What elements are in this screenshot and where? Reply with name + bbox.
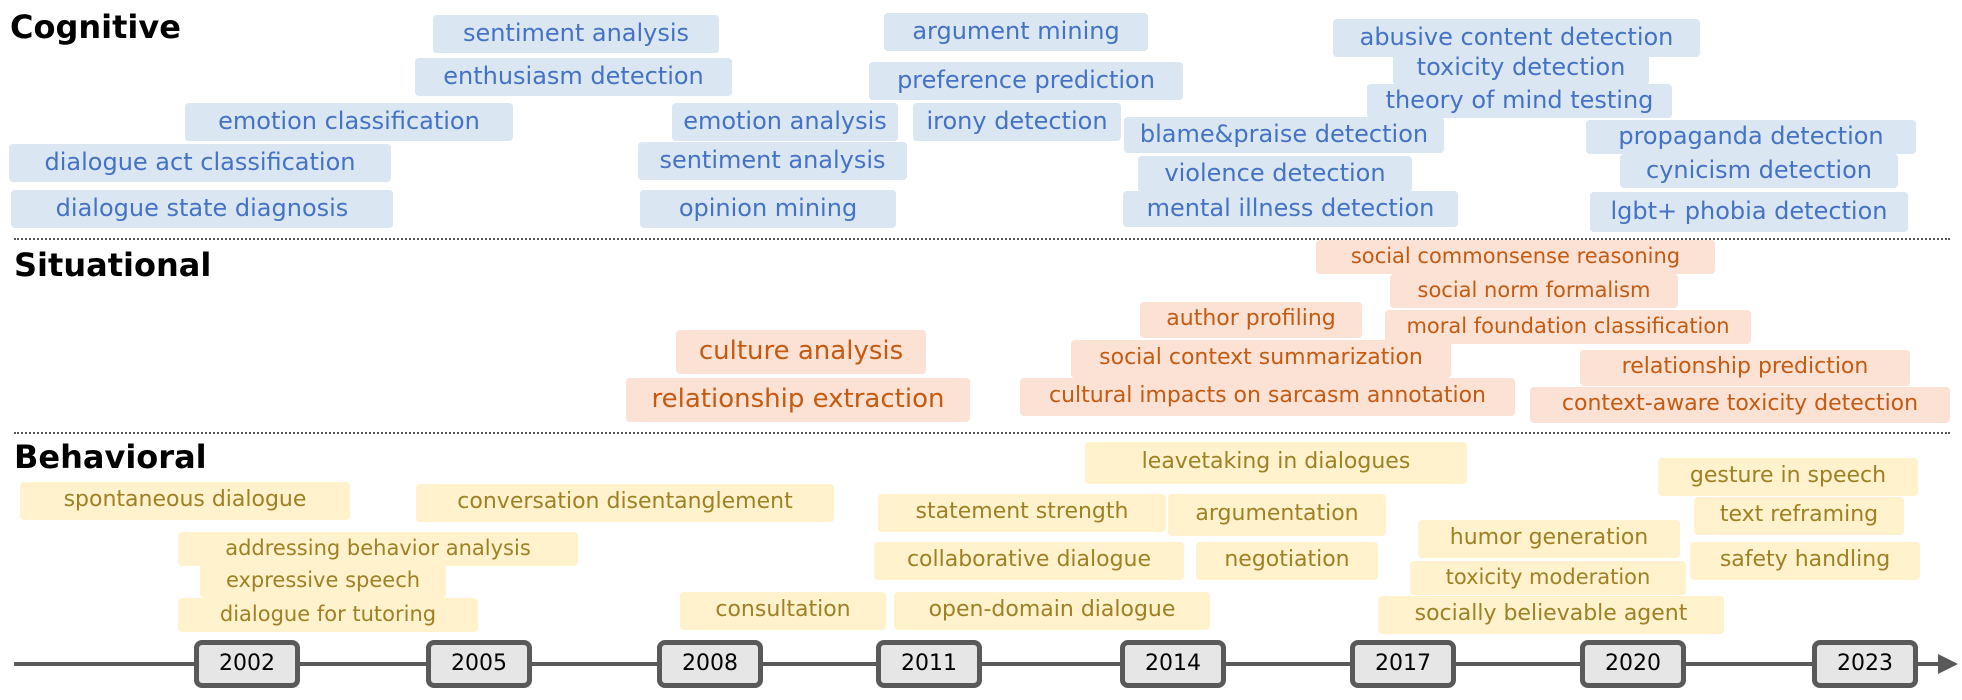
- task-tag-behavioral: expressive speech: [200, 564, 446, 598]
- task-tag-behavioral: open-domain dialogue: [894, 592, 1210, 630]
- task-tag-situational: moral foundation classification: [1385, 310, 1751, 344]
- task-tag-cognitive: emotion classification: [185, 103, 513, 141]
- task-tag-cognitive: mental illness detection: [1123, 191, 1458, 227]
- timeline-year-2014: 2014: [1120, 640, 1226, 688]
- timeline-arrow-icon: [1938, 654, 1958, 674]
- timeline-year-2005: 2005: [426, 640, 532, 688]
- task-tag-cognitive: toxicity detection: [1393, 51, 1649, 85]
- task-tag-behavioral: statement strength: [878, 494, 1166, 532]
- timeline-year-2023: 2023: [1812, 640, 1918, 688]
- task-tag-behavioral: consultation: [680, 592, 886, 630]
- task-tag-situational: relationship prediction: [1580, 350, 1910, 386]
- task-tag-behavioral: argumentation: [1168, 494, 1386, 536]
- task-tag-behavioral: leavetaking in dialogues: [1085, 442, 1467, 484]
- task-tag-situational: cultural impacts on sarcasm annotation: [1020, 378, 1515, 416]
- task-tag-cognitive: enthusiasm detection: [415, 58, 732, 96]
- task-tag-cognitive: emotion analysis: [672, 103, 898, 141]
- task-tag-situational: social commonsense reasoning: [1316, 240, 1715, 274]
- task-tag-cognitive: dialogue state diagnosis: [11, 190, 393, 228]
- task-tag-behavioral: addressing behavior analysis: [178, 532, 578, 566]
- task-tag-cognitive: opinion mining: [640, 190, 896, 228]
- task-tag-situational: social norm formalism: [1390, 274, 1678, 308]
- task-tag-cognitive: theory of mind testing: [1367, 84, 1672, 118]
- category-label-behavioral: Behavioral: [14, 438, 207, 476]
- section-divider-cognitive-situational: [14, 238, 1950, 240]
- task-tag-cognitive: lgbt+ phobia detection: [1590, 192, 1908, 232]
- task-tag-cognitive: cynicism detection: [1620, 154, 1898, 188]
- task-tag-behavioral: humor generation: [1418, 520, 1680, 558]
- task-tag-behavioral: toxicity moderation: [1410, 561, 1686, 595]
- task-tag-behavioral: negotiation: [1196, 542, 1378, 580]
- task-tag-cognitive: blame&praise detection: [1124, 117, 1444, 153]
- task-tag-cognitive: preference prediction: [869, 62, 1183, 100]
- task-tag-behavioral: conversation disentanglement: [416, 484, 834, 522]
- task-tag-cognitive: argument mining: [884, 13, 1148, 51]
- timeline-year-2002: 2002: [194, 640, 300, 688]
- task-tag-cognitive: sentiment analysis: [638, 142, 907, 180]
- task-tag-behavioral: socially believable agent: [1378, 596, 1724, 634]
- task-tag-behavioral: text reframing: [1694, 497, 1904, 535]
- task-tag-cognitive: dialogue act classification: [9, 144, 391, 182]
- section-divider-situational-behavioral: [14, 432, 1950, 434]
- task-tag-situational: author profiling: [1140, 302, 1362, 338]
- task-tag-situational: social context summarization: [1071, 340, 1451, 378]
- timeline-year-2017: 2017: [1350, 640, 1456, 688]
- timeline-year-2020: 2020: [1580, 640, 1686, 688]
- task-tag-cognitive: abusive content detection: [1333, 19, 1700, 57]
- timeline-year-2011: 2011: [876, 640, 982, 688]
- task-tag-cognitive: violence detection: [1138, 156, 1412, 192]
- task-tag-situational: relationship extraction: [626, 378, 970, 422]
- task-tag-situational: culture analysis: [676, 330, 926, 374]
- task-tag-behavioral: collaborative dialogue: [874, 542, 1184, 580]
- task-tag-behavioral: safety handling: [1690, 542, 1920, 580]
- task-tag-behavioral: spontaneous dialogue: [20, 482, 350, 520]
- category-label-cognitive: Cognitive: [10, 8, 181, 46]
- category-label-situational: Situational: [14, 246, 212, 284]
- timeline-year-2008: 2008: [657, 640, 763, 688]
- task-tag-behavioral: gesture in speech: [1658, 458, 1918, 496]
- task-tag-situational: context-aware toxicity detection: [1530, 387, 1950, 423]
- task-tag-cognitive: propaganda detection: [1586, 120, 1916, 154]
- task-tag-cognitive: sentiment analysis: [433, 15, 719, 53]
- task-tag-cognitive: irony detection: [913, 103, 1121, 141]
- task-tag-behavioral: dialogue for tutoring: [178, 598, 478, 632]
